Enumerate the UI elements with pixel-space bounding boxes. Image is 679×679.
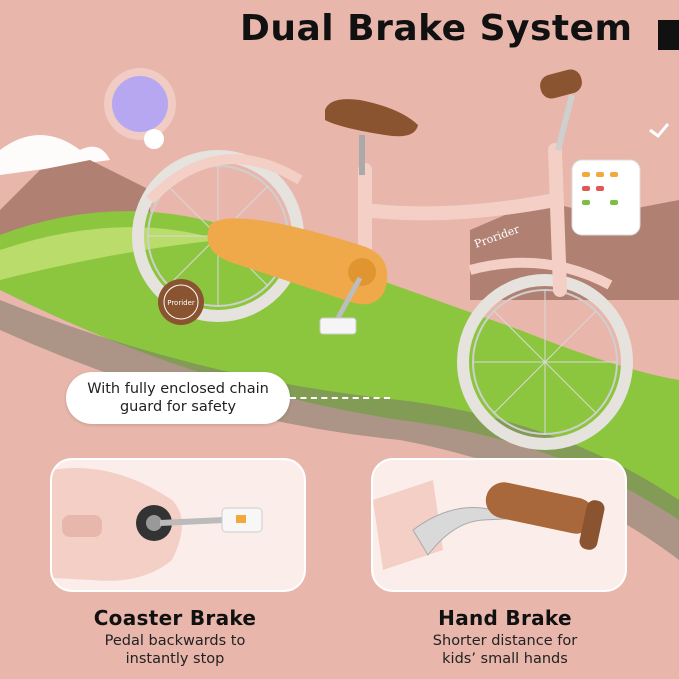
chain-guard-callout: With fully enclosed chain guard for safe…	[66, 372, 290, 424]
coaster-brake-title: Coaster Brake	[93, 606, 257, 630]
bird-icon	[649, 123, 670, 139]
page-title: Dual Brake System	[240, 8, 633, 49]
coaster-brake-photo	[50, 458, 306, 592]
crank-hub	[348, 258, 376, 286]
callout-line-2: guard for safety	[119, 399, 237, 415]
front-tire	[457, 274, 633, 450]
hand-brake-caption: Hand Brake Shorter distance for kids’ sm…	[355, 606, 655, 668]
pedal	[319, 317, 357, 335]
callout-connector	[290, 397, 390, 399]
grass-highlight	[0, 227, 220, 280]
cloud-left	[0, 135, 110, 175]
bike-illustration: Prorider Prorider	[132, 69, 641, 450]
coaster-brake-line-1: Pedal backwards to	[104, 633, 246, 649]
training-wheel	[158, 279, 204, 325]
chain-guard	[207, 218, 388, 305]
front-basket	[571, 159, 641, 236]
callout-line-1: With fully enclosed chain	[87, 381, 269, 397]
coaster-brake-line-2: instantly stop	[125, 651, 225, 667]
front-fender	[468, 257, 613, 290]
road	[0, 300, 679, 560]
coaster-brake-caption: Coaster Brake Pedal backwards to instant…	[25, 606, 325, 668]
hand-brake-title: Hand Brake	[438, 606, 572, 630]
hand-brake-photo	[371, 458, 627, 592]
training-wheel-badge: Prorider	[167, 299, 195, 307]
hand-brake-line-2: kids’ small hands	[442, 651, 568, 667]
sun-dot	[144, 129, 164, 149]
hand-grip	[485, 482, 595, 534]
hand-brake-line-1: Shorter distance for	[432, 633, 578, 649]
sun	[112, 76, 168, 132]
title-accent-bar	[658, 20, 679, 50]
handlebar-grip	[540, 69, 582, 99]
saddle	[325, 99, 418, 137]
rear-fender	[146, 154, 303, 204]
